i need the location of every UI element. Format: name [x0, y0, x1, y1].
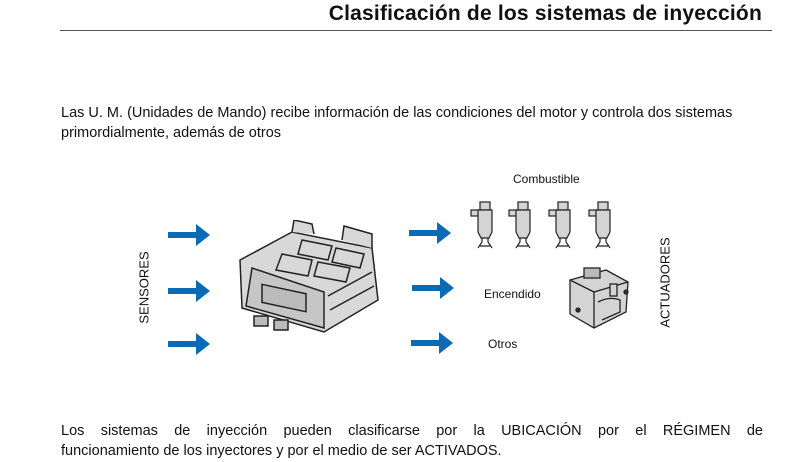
sensors-label: SENSORES	[136, 251, 152, 324]
closing-line-1: Los sistemas de inyección pueden clasifi…	[61, 423, 763, 439]
ecu-control-unit-icon	[239, 220, 379, 333]
intro-paragraph: Las U. M. (Unidades de Mando) recibe inf…	[61, 105, 733, 141]
input-arrow-icon	[168, 333, 210, 355]
fuel-label: Combustible	[513, 172, 580, 186]
title-divider	[60, 30, 772, 31]
page-title: Clasificación de los sistemas de inyecci…	[328, 2, 762, 25]
closing-paragraph: Los sistemas de inyección pueden clasifi…	[61, 421, 763, 461]
others-label: Otros	[488, 337, 518, 351]
closing-line-2: funcionamiento de los inyectores y por e…	[61, 443, 502, 459]
input-arrow-icon	[168, 224, 210, 246]
output-arrow-icon	[412, 277, 454, 299]
ignition-label: Encendido	[484, 287, 541, 301]
output-arrow-icon	[409, 222, 451, 244]
ignition-coil-icon	[569, 267, 629, 329]
fuel-injectors-icon	[470, 201, 611, 249]
output-arrow-icon	[411, 332, 453, 354]
input-arrow-icon	[168, 280, 210, 302]
actuators-label: ACTUADORES	[657, 237, 673, 328]
